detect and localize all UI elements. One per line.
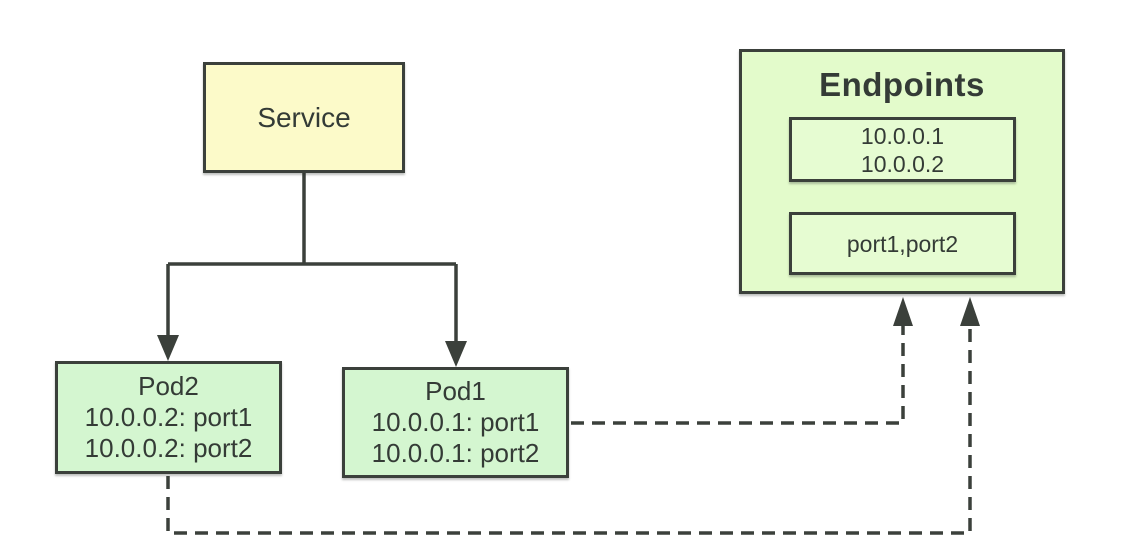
- endpoint-address: 10.0.0.2: [860, 150, 945, 177]
- arrowhead-pod1-endpoints: [893, 297, 913, 326]
- arrowhead-to-pod2: [157, 335, 179, 361]
- pod2-box: Pod2 10.0.0.2: port1 10.0.0.2: port2: [55, 361, 282, 474]
- pod1-endpoint-line: 10.0.0.1: port2: [371, 438, 540, 468]
- pod1-box: Pod1 10.0.0.1: port1 10.0.0.1: port2: [342, 367, 569, 478]
- pod1-to-endpoints-connector: [571, 325, 905, 425]
- service-box: Service: [203, 62, 405, 173]
- pod1-title: Pod1: [425, 376, 486, 406]
- arrowhead-to-pod1: [445, 341, 467, 367]
- pod2-title: Pod2: [138, 371, 199, 401]
- arrowhead-pod2-endpoints: [960, 297, 980, 326]
- pod1-endpoint-line: 10.0.0.1: port1: [371, 407, 540, 437]
- service-label: Service: [257, 101, 351, 133]
- pod2-endpoint-line: 10.0.0.2: port2: [84, 433, 253, 463]
- endpoints-ip-box: 10.0.0.1 10.0.0.2: [789, 117, 1016, 182]
- pod2-to-endpoints-connector: [166, 325, 972, 535]
- service-to-pods-connector: [166, 173, 458, 342]
- endpoints-box: Endpoints 10.0.0.1 10.0.0.2 port1,port2: [739, 49, 1065, 294]
- endpoints-port-box: port1,port2: [789, 212, 1016, 275]
- endpoints-title: Endpoints: [819, 66, 985, 103]
- pod2-endpoint-line: 10.0.0.2: port1: [84, 402, 253, 432]
- endpoint-ports: port1,port2: [846, 230, 959, 257]
- endpoint-address: 10.0.0.1: [860, 122, 945, 149]
